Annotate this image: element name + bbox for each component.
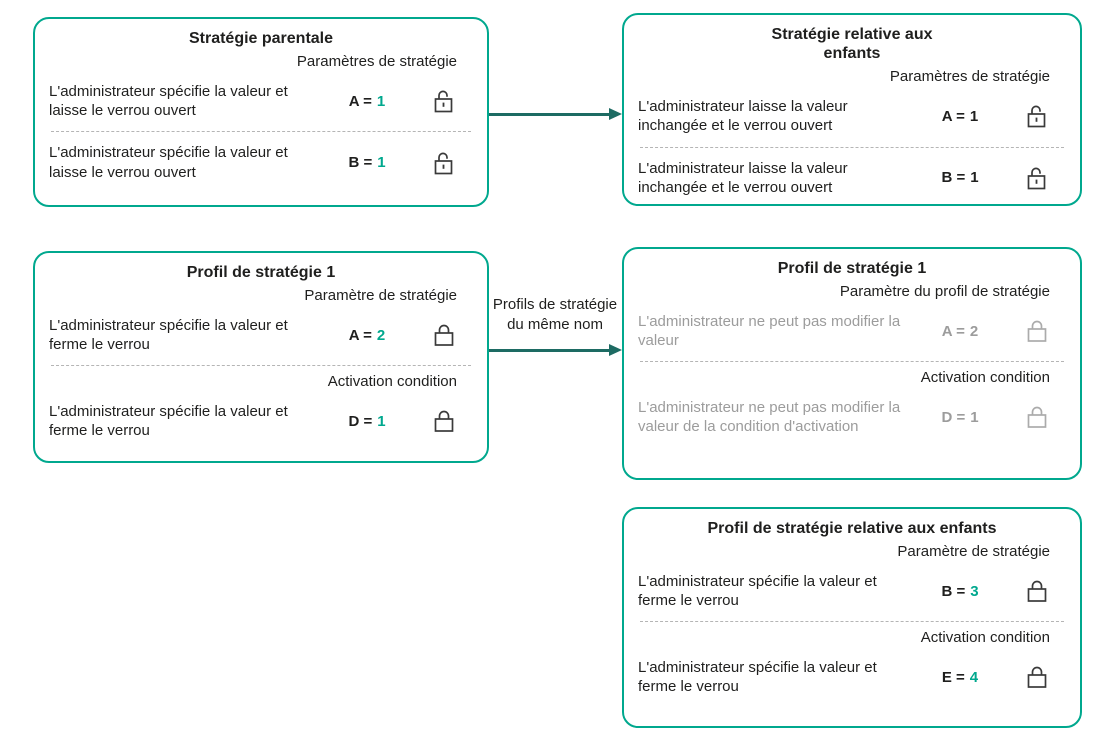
closed-lock-icon — [1027, 406, 1047, 429]
dashed-divider — [640, 621, 1064, 623]
arrow-parent-to-child — [489, 113, 610, 116]
setting-row: L'administrateur ne peut pas modifier la… — [638, 398, 1066, 436]
setting-row: L'administrateur spécifie la valeur et l… — [49, 143, 473, 181]
setting-value: A =1 — [912, 108, 1008, 125]
section-subtitle: Activation condition — [327, 373, 457, 391]
param-value: 1 — [377, 412, 386, 430]
card-title: Profil de stratégie relative aux enfants — [707, 520, 997, 537]
section-subtitle: Paramètre du profil de stratégie — [839, 283, 1050, 301]
param-label: B = — [941, 169, 966, 187]
param-label: D = — [348, 412, 373, 430]
param-value: 1 — [377, 154, 386, 171]
param-label: A = — [348, 92, 372, 110]
setting-value: B =3 — [912, 583, 1008, 600]
dashed-divider — [640, 146, 1064, 148]
dashed-divider — [640, 361, 1064, 363]
setting-value: B =1 — [912, 169, 1008, 186]
setting-row: L'administrateur spécifie la valeur et f… — [49, 402, 473, 440]
lock-cell — [1008, 404, 1066, 430]
setting-description: L'administrateur laisse la valeur inchan… — [638, 159, 848, 196]
closed-lock-icon — [1027, 320, 1047, 342]
arrowhead-icon — [609, 344, 622, 356]
child-policy-card: Stratégie relative aux enfants Paramètre… — [622, 13, 1082, 206]
card-title: Profil de stratégie 1 — [777, 260, 927, 277]
open-lock-icon — [434, 152, 453, 174]
setting-description: L'administrateur laisse la valeur inchan… — [638, 98, 848, 135]
setting-value: D =1 — [912, 409, 1008, 426]
param-label: B = — [348, 154, 373, 171]
setting-description: L'administrateur spécifie la valeur et l… — [49, 144, 288, 181]
param-label: A = — [941, 107, 965, 125]
lock-cell — [1008, 578, 1066, 604]
setting-row: L'administrateur spécifie la valeur et f… — [638, 572, 1066, 610]
closed-lock-icon — [434, 410, 454, 433]
param-value: 2 — [969, 322, 979, 340]
setting-row: L'administrateur laisse la valeur inchan… — [638, 159, 1066, 197]
closed-lock-icon — [434, 324, 454, 346]
section-subtitle: Paramètres de stratégie — [889, 68, 1050, 86]
card-title: Profil de stratégie 1 — [186, 264, 336, 281]
param-value: 1 — [970, 169, 979, 187]
param-value: 1 — [970, 408, 979, 426]
setting-description: L'administrateur spécifie la valeur et f… — [49, 403, 288, 440]
param-label: A = — [941, 322, 965, 340]
setting-value: D =1 — [319, 413, 415, 430]
lock-cell — [415, 322, 473, 348]
parent-policy-card: Stratégie parentale Paramètres de straté… — [33, 17, 489, 207]
lock-cell — [415, 408, 473, 434]
setting-row: L'administrateur spécifie la valeur et f… — [638, 658, 1066, 696]
param-label: E = — [941, 668, 965, 686]
setting-description: L'administrateur spécifie la valeur et f… — [49, 316, 288, 354]
param-value: 1 — [969, 107, 979, 125]
setting-value: A =2 — [912, 323, 1008, 340]
card-title: Stratégie parentale — [188, 30, 334, 47]
closed-lock-icon — [1027, 580, 1047, 602]
open-lock-icon — [1027, 167, 1046, 190]
setting-value: A =1 — [319, 93, 415, 110]
section-subtitle: Paramètre de stratégie — [304, 287, 457, 305]
section-subtitle: Activation condition — [920, 369, 1050, 387]
lock-cell — [1008, 103, 1066, 129]
dashed-divider — [51, 131, 471, 133]
arrowhead-icon — [609, 108, 622, 120]
param-label: D = — [941, 408, 966, 426]
section-subtitle: Paramètre de stratégie — [897, 543, 1050, 561]
section-subtitle: Activation condition — [920, 629, 1050, 647]
setting-row: L'administrateur spécifie la valeur et f… — [49, 316, 473, 354]
open-lock-icon — [1027, 105, 1046, 128]
setting-description: L'administrateur spécifie la valeur et f… — [638, 572, 877, 610]
lock-cell — [1008, 165, 1066, 191]
arrow-profiles-link — [489, 349, 610, 352]
arrow-label: Profils de stratégie du même nom — [492, 296, 618, 334]
param-value: 4 — [969, 668, 979, 686]
param-label: A = — [348, 326, 372, 344]
section-subtitle: Paramètres de stratégie — [296, 53, 457, 71]
closed-lock-icon — [1027, 666, 1047, 689]
lock-cell — [415, 88, 473, 114]
param-label: B = — [941, 582, 966, 600]
setting-value: A =2 — [319, 327, 415, 344]
child-policy-profile-1-card: Profil de stratégie 1 Paramètre du profi… — [622, 247, 1082, 480]
param-value: 2 — [376, 326, 386, 344]
setting-description: L'administrateur spécifie la valeur et l… — [49, 82, 288, 120]
card-title: Stratégie relative aux enfants — [771, 26, 933, 63]
setting-description: L'administrateur ne peut pas modifier la… — [638, 312, 901, 350]
setting-value: E =4 — [912, 669, 1008, 686]
lock-cell — [1008, 664, 1066, 690]
setting-value: B =1 — [319, 154, 415, 171]
lock-cell — [415, 150, 473, 176]
child-policy-profile-card: Profil de stratégie relative aux enfants… — [622, 507, 1082, 728]
setting-row: L'administrateur ne peut pas modifier la… — [638, 312, 1066, 350]
setting-row: L'administrateur laisse la valeur inchan… — [638, 97, 1066, 135]
setting-description: L'administrateur spécifie la valeur et f… — [638, 659, 877, 696]
setting-description: L'administrateur ne peut pas modifier la… — [638, 399, 901, 436]
dashed-divider — [51, 365, 471, 367]
param-value: 1 — [376, 92, 386, 110]
lock-cell — [1008, 318, 1066, 344]
policy-profile-1-card: Profil de stratégie 1 Paramètre de strat… — [33, 251, 489, 463]
open-lock-icon — [434, 90, 453, 113]
setting-row: L'administrateur spécifie la valeur et l… — [49, 82, 473, 120]
param-value: 3 — [970, 582, 979, 600]
